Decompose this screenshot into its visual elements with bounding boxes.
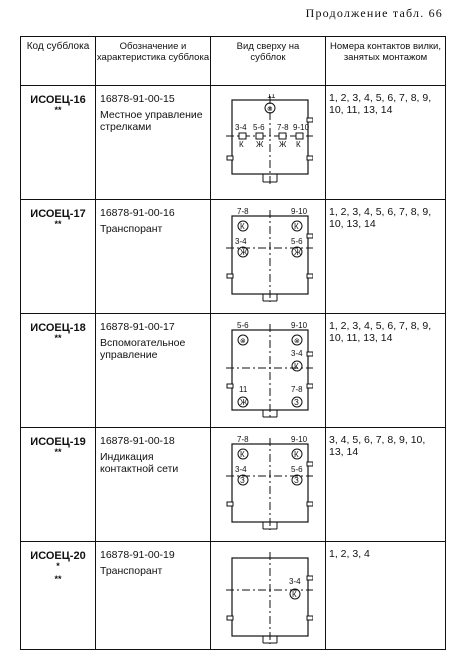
stars-mark: ** [54,219,62,229]
contacts-cell: 1, 2, 3, 4, 5, 6, 7, 8, 9, 10, 13, 14 [325,199,446,314]
code-text: ИСОЕЦ-18 [30,322,86,334]
signal-letter: К [294,222,299,231]
header-view: Вид сверху на субблок [210,36,326,86]
contact-label: 3-4 [291,349,303,358]
subblock-table: Код субблока Обозначение и характеристик… [20,36,446,650]
contact-label: 5-6 [253,123,265,132]
designation-cell: 16878-91-00-18 Индикация контактной сети [95,427,211,542]
table-row: ИСОЕЦ-16 ** 16878-91-00-15 Местное управ… [20,85,446,200]
top-view-diagram: 7-8 9-10 К К 3-4 5-6 З З [226,436,313,530]
designation-number: 16878-91-00-15 [100,93,175,105]
contact-label: 9-10 [291,436,308,444]
contact-label: 7-8 [291,385,303,394]
table-row: ИСОЕЦ-20 * ** 16878-91-00-19 Транспорант… [20,541,446,650]
contact-label: 3-4 [289,577,301,586]
header-designation: Обозначение и характеристика субблока [95,36,211,86]
signal-letter: К [294,362,299,371]
table-row: ИСОЕЦ-18 ** 16878-91-00-17 Вспомогательн… [20,313,446,428]
contacts-cell: 1, 2, 3, 4, 5, 6, 7, 8, 9, 10, 11, 13, 1… [325,313,446,428]
signal-letter: З [240,476,245,485]
signal-letter: К [239,140,244,149]
stars-mark: ** [54,447,62,457]
signal-letter: Ж [240,248,248,257]
designation-cell: 16878-91-00-17 Вспомогательное управлени… [95,313,211,428]
top-view-cell: 5-6 9-10 ⊗ ⊗ 3-4 К 11 7-8 Ж З [210,313,326,428]
signal-letter: Ж [256,140,264,149]
contact-label: 5-6 [237,322,249,330]
signal-letter: К [292,590,297,599]
cross-symbol: ⊗ [240,338,246,345]
top-view-diagram: 7-8 9-10 К К 3-4 5-6 Ж Ж [226,208,313,302]
top-view-diagram: 11 ⊗ 3-4 5-6 7-8 9-10 К Ж Ж К [226,94,313,184]
contact-label: 5-6 [291,237,303,246]
header-view-text: Вид сверху на субблок [236,41,300,63]
subblock-code: ИСОЕЦ-17 ** [20,199,96,314]
signal-letter: Ж [240,398,248,407]
code-text: ИСОЕЦ-19 [30,436,86,448]
cross-symbol: ⊗ [294,338,300,345]
designation-cell: 16878-91-00-15 Местное управление стрелк… [95,85,211,200]
table-row: ИСОЕЦ-19 ** 16878-91-00-18 Индикация кон… [20,427,446,542]
signal-letter: Ж [294,248,302,257]
contact-label: 3-4 [235,237,247,246]
contact-label: 11 [267,94,276,100]
top-view-diagram: 3-4 К [226,552,313,644]
contact-label: 7-8 [237,208,249,216]
designation-text: Вспомогательное управление [100,337,186,361]
top-view-diagram: 5-6 9-10 ⊗ ⊗ 3-4 К 11 7-8 Ж З [226,322,313,418]
contact-label: 9-10 [293,123,310,132]
signal-letter: К [296,140,301,149]
subblock-code: ИСОЕЦ-19 ** [20,427,96,542]
subblock-code: ИСОЕЦ-16 ** [20,85,96,200]
designation-number: 16878-91-00-16 [100,207,175,219]
designation-cell: 16878-91-00-16 Транспорант [95,199,211,314]
contact-label: 3-4 [235,465,247,474]
signal-letter: К [240,222,245,231]
top-view-cell: 11 ⊗ 3-4 5-6 7-8 9-10 К Ж Ж К [210,85,326,200]
table-row: ИСОЕЦ-17 ** 16878-91-00-16 Транспорант 7… [20,199,446,314]
top-view-cell: 7-8 9-10 К К 3-4 5-6 З З [210,427,326,542]
contact-label: 11 [239,385,248,394]
stars-mark: ** [54,105,62,115]
contact-label: 3-4 [235,123,247,132]
cross-symbol: ⊗ [267,106,273,113]
subblock-code: ИСОЕЦ-20 * ** [20,541,96,650]
header-code: Код субблока [20,36,96,86]
table-caption: Продолжение табл. 66 [305,6,443,20]
contacts-cell: 1, 2, 3, 4, 5, 6, 7, 8, 9, 10, 11, 13, 1… [325,85,446,200]
contacts-cell: 3, 4, 5, 6, 7, 8, 9, 10, 13, 14 [325,427,446,542]
signal-letter: З [294,476,299,485]
signal-letter: К [240,450,245,459]
code-text: ИСОЕЦ-16 [30,94,86,106]
top-view-cell: 3-4 К [210,541,326,650]
header-designation-text: Обозначение и характеристика субблока [96,41,210,63]
contact-label: 9-10 [291,208,308,216]
star-mark: * [56,561,60,571]
contacts-cell: 1, 2, 3, 4 [325,541,446,650]
subblock-code: ИСОЕЦ-18 ** [20,313,96,428]
signal-letter: Ж [279,140,287,149]
designation-text: Местное управление стрелками [100,109,203,133]
contact-label: 5-6 [291,465,303,474]
stars-mark: ** [54,333,62,343]
signal-letter: З [294,398,299,407]
designation-cell: 16878-91-00-19 Транспорант [95,541,211,650]
contact-label: 7-8 [237,436,249,444]
contact-label: 7-8 [277,123,289,132]
designation-number: 16878-91-00-19 [100,549,175,561]
table-header-row: Код субблока Обозначение и характеристик… [20,36,446,86]
code-text: ИСОЕЦ-20 [30,550,86,562]
stars-mark: ** [54,574,62,584]
header-contacts-text: Номера контактов вилки, занятых монтажом [330,41,441,63]
designation-text: Индикация контактной сети [100,451,179,475]
signal-letter: К [294,450,299,459]
top-view-cell: 7-8 9-10 К К 3-4 5-6 Ж Ж [210,199,326,314]
designation-number: 16878-91-00-17 [100,321,175,333]
designation-number: 16878-91-00-18 [100,435,175,447]
header-contacts: Номера контактов вилки, занятых монтажом [325,36,446,86]
contact-label: 9-10 [291,322,308,330]
designation-text: Транспорант [100,565,163,577]
code-text: ИСОЕЦ-17 [30,208,86,220]
designation-text: Транспорант [100,223,163,235]
